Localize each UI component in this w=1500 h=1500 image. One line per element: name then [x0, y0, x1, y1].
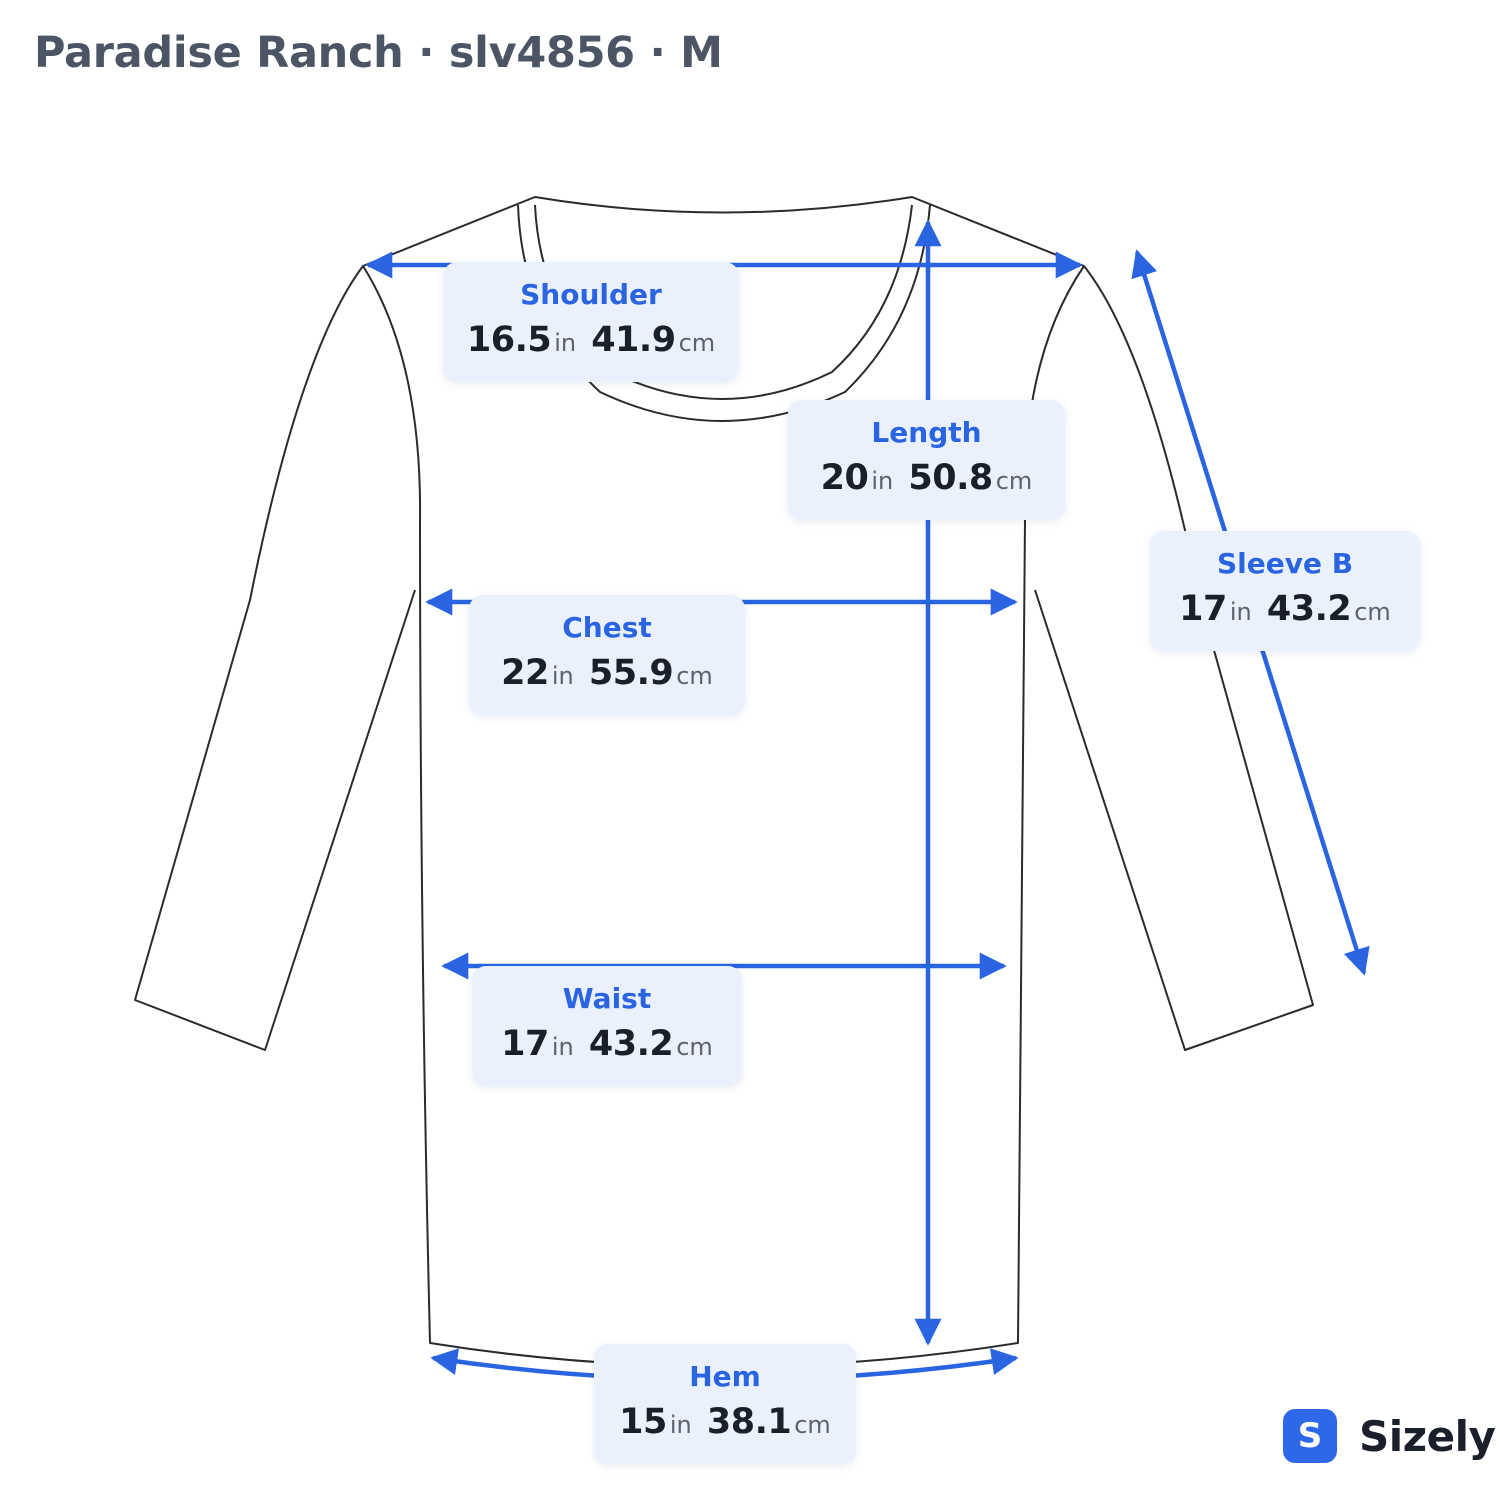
unit-inches: in: [871, 467, 894, 495]
measurement-name: Chest: [562, 611, 652, 644]
brand-badge-icon: S: [1283, 1409, 1337, 1463]
measurement-name: Hem: [689, 1360, 761, 1393]
value-cm: 41.9: [591, 320, 676, 360]
value-inches: 17: [1179, 589, 1227, 629]
body-outline: [362, 196, 1085, 1368]
unit-cm: cm: [995, 467, 1033, 495]
brand-name: Sizely: [1359, 1411, 1496, 1461]
measurement-name: Waist: [562, 982, 652, 1015]
value-inches: 15: [619, 1402, 667, 1442]
value-inches: 20: [820, 458, 869, 498]
brand-logo: S Sizely: [1283, 1409, 1496, 1463]
measurement-name: Sleeve B: [1216, 547, 1354, 580]
measurement-name: Shoulder: [520, 278, 662, 311]
value-cm: 43.2: [1266, 589, 1352, 629]
unit-cm: cm: [676, 1033, 713, 1061]
right-sleeve-outline: [1034, 265, 1314, 1051]
unit-cm: cm: [678, 329, 716, 357]
value-cm: 38.1: [706, 1402, 792, 1442]
unit-inches: in: [551, 662, 574, 690]
page-title: Paradise Ranch · slv4856 · M: [34, 28, 723, 78]
measurement-name: Length: [871, 416, 982, 449]
unit-cm: cm: [794, 1411, 831, 1439]
value-inches: 16.5: [466, 320, 552, 360]
unit-inches: in: [554, 329, 577, 357]
unit-cm: cm: [1354, 598, 1391, 626]
value-inches: 17: [501, 1024, 549, 1064]
value-cm: 50.8: [908, 458, 993, 498]
unit-inches: in: [551, 1033, 574, 1061]
unit-inches: in: [1229, 598, 1252, 626]
measurement-arrows: [365, 219, 1370, 1383]
value-cm: 43.2: [588, 1024, 674, 1064]
value-inches: 22: [501, 653, 549, 693]
left-sleeve-outline: [134, 265, 416, 1051]
unit-cm: cm: [676, 662, 713, 690]
value-cm: 55.9: [588, 653, 674, 693]
unit-inches: in: [669, 1411, 692, 1439]
